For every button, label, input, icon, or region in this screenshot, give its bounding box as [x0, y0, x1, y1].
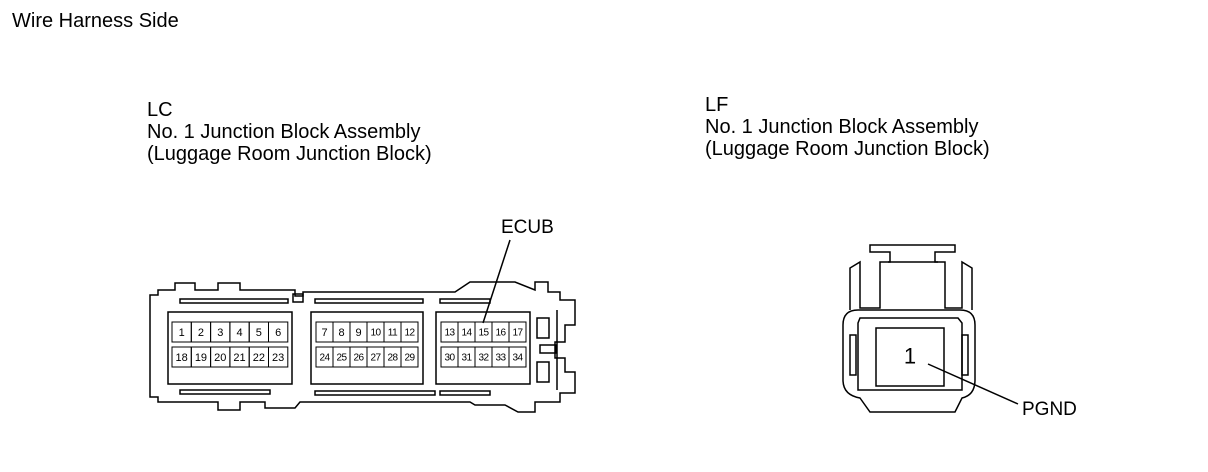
connector-lc-name: No. 1 Junction Block Assembly: [147, 121, 421, 143]
ecub-label: ECUB: [501, 217, 554, 238]
lc-pin-cell-6: [268, 321, 289, 343]
lc-pin-7: 7: [321, 327, 327, 339]
lc-pin-29: 29: [404, 353, 415, 364]
lc-pin-cell-17: [508, 321, 527, 343]
lc-pin-4: 4: [236, 327, 242, 339]
lc-pin-25: 25: [336, 353, 347, 364]
lc-pin-8: 8: [338, 327, 344, 339]
lc-pin-26: 26: [353, 353, 364, 364]
lc-pin-24: 24: [319, 353, 330, 364]
lc-pin-28: 28: [387, 353, 398, 364]
connector-lf-sub: (Luggage Room Junction Block): [705, 138, 990, 160]
lc-pin-14: 14: [461, 328, 472, 339]
lf-pin-1: 1: [904, 344, 916, 369]
lc-pin-16: 16: [495, 328, 506, 339]
ecub-leader-line: [482, 239, 511, 324]
lc-pin-21: 21: [233, 352, 245, 364]
lc-pin-27: 27: [370, 353, 381, 364]
lc-pin-10: 10: [370, 328, 381, 339]
lc-pin-cell-29: [400, 346, 419, 368]
lc-pin-2: 2: [198, 327, 204, 339]
lc-pin-12: 12: [404, 328, 415, 339]
lc-pin-34: 34: [512, 353, 523, 364]
lc-pin-32: 32: [478, 353, 489, 364]
lc-pin-cell-23: [268, 346, 289, 368]
lc-pin-11: 11: [388, 328, 398, 339]
lc-pin-cell-12: [400, 321, 419, 343]
lc-pin-33: 33: [495, 353, 506, 364]
lc-pin-5: 5: [256, 327, 262, 339]
page-title: Wire Harness Side: [12, 10, 179, 32]
connector-lf-code: LF: [705, 94, 729, 116]
lc-pin-13: 13: [444, 328, 455, 339]
connector-lc-caption: LC No. 1 Junction Block Assembly (Luggag…: [147, 99, 432, 165]
lc-pin-3: 3: [217, 327, 223, 339]
connector-lc-sub: (Luggage Room Junction Block): [147, 143, 432, 165]
lc-pin-23: 23: [272, 352, 284, 364]
lc-pin-18: 18: [176, 352, 188, 364]
lc-pin-9: 9: [355, 327, 361, 339]
connector-lf-caption: LF No. 1 Junction Block Assembly (Luggag…: [705, 94, 990, 160]
lc-pin-6: 6: [275, 327, 281, 339]
connector-lf-housing: [842, 244, 976, 413]
pgnd-leader-line: [927, 363, 1019, 405]
lc-pin-20: 20: [214, 352, 226, 364]
connector-lf-name: No. 1 Junction Block Assembly: [705, 116, 979, 138]
lc-pin-19: 19: [195, 352, 207, 364]
lc-pin-1: 1: [179, 327, 185, 339]
lc-pin-cell-34: [508, 346, 527, 368]
lc-pin-31: 31: [461, 353, 472, 364]
connector-lc-code: LC: [147, 99, 173, 121]
lc-pin-15: 15: [478, 328, 489, 339]
pgnd-label: PGND: [1022, 399, 1077, 420]
lc-pin-22: 22: [253, 352, 265, 364]
lc-pin-17: 17: [512, 328, 523, 339]
connector-lc-housing: [149, 281, 576, 413]
lc-pin-30: 30: [444, 353, 455, 364]
